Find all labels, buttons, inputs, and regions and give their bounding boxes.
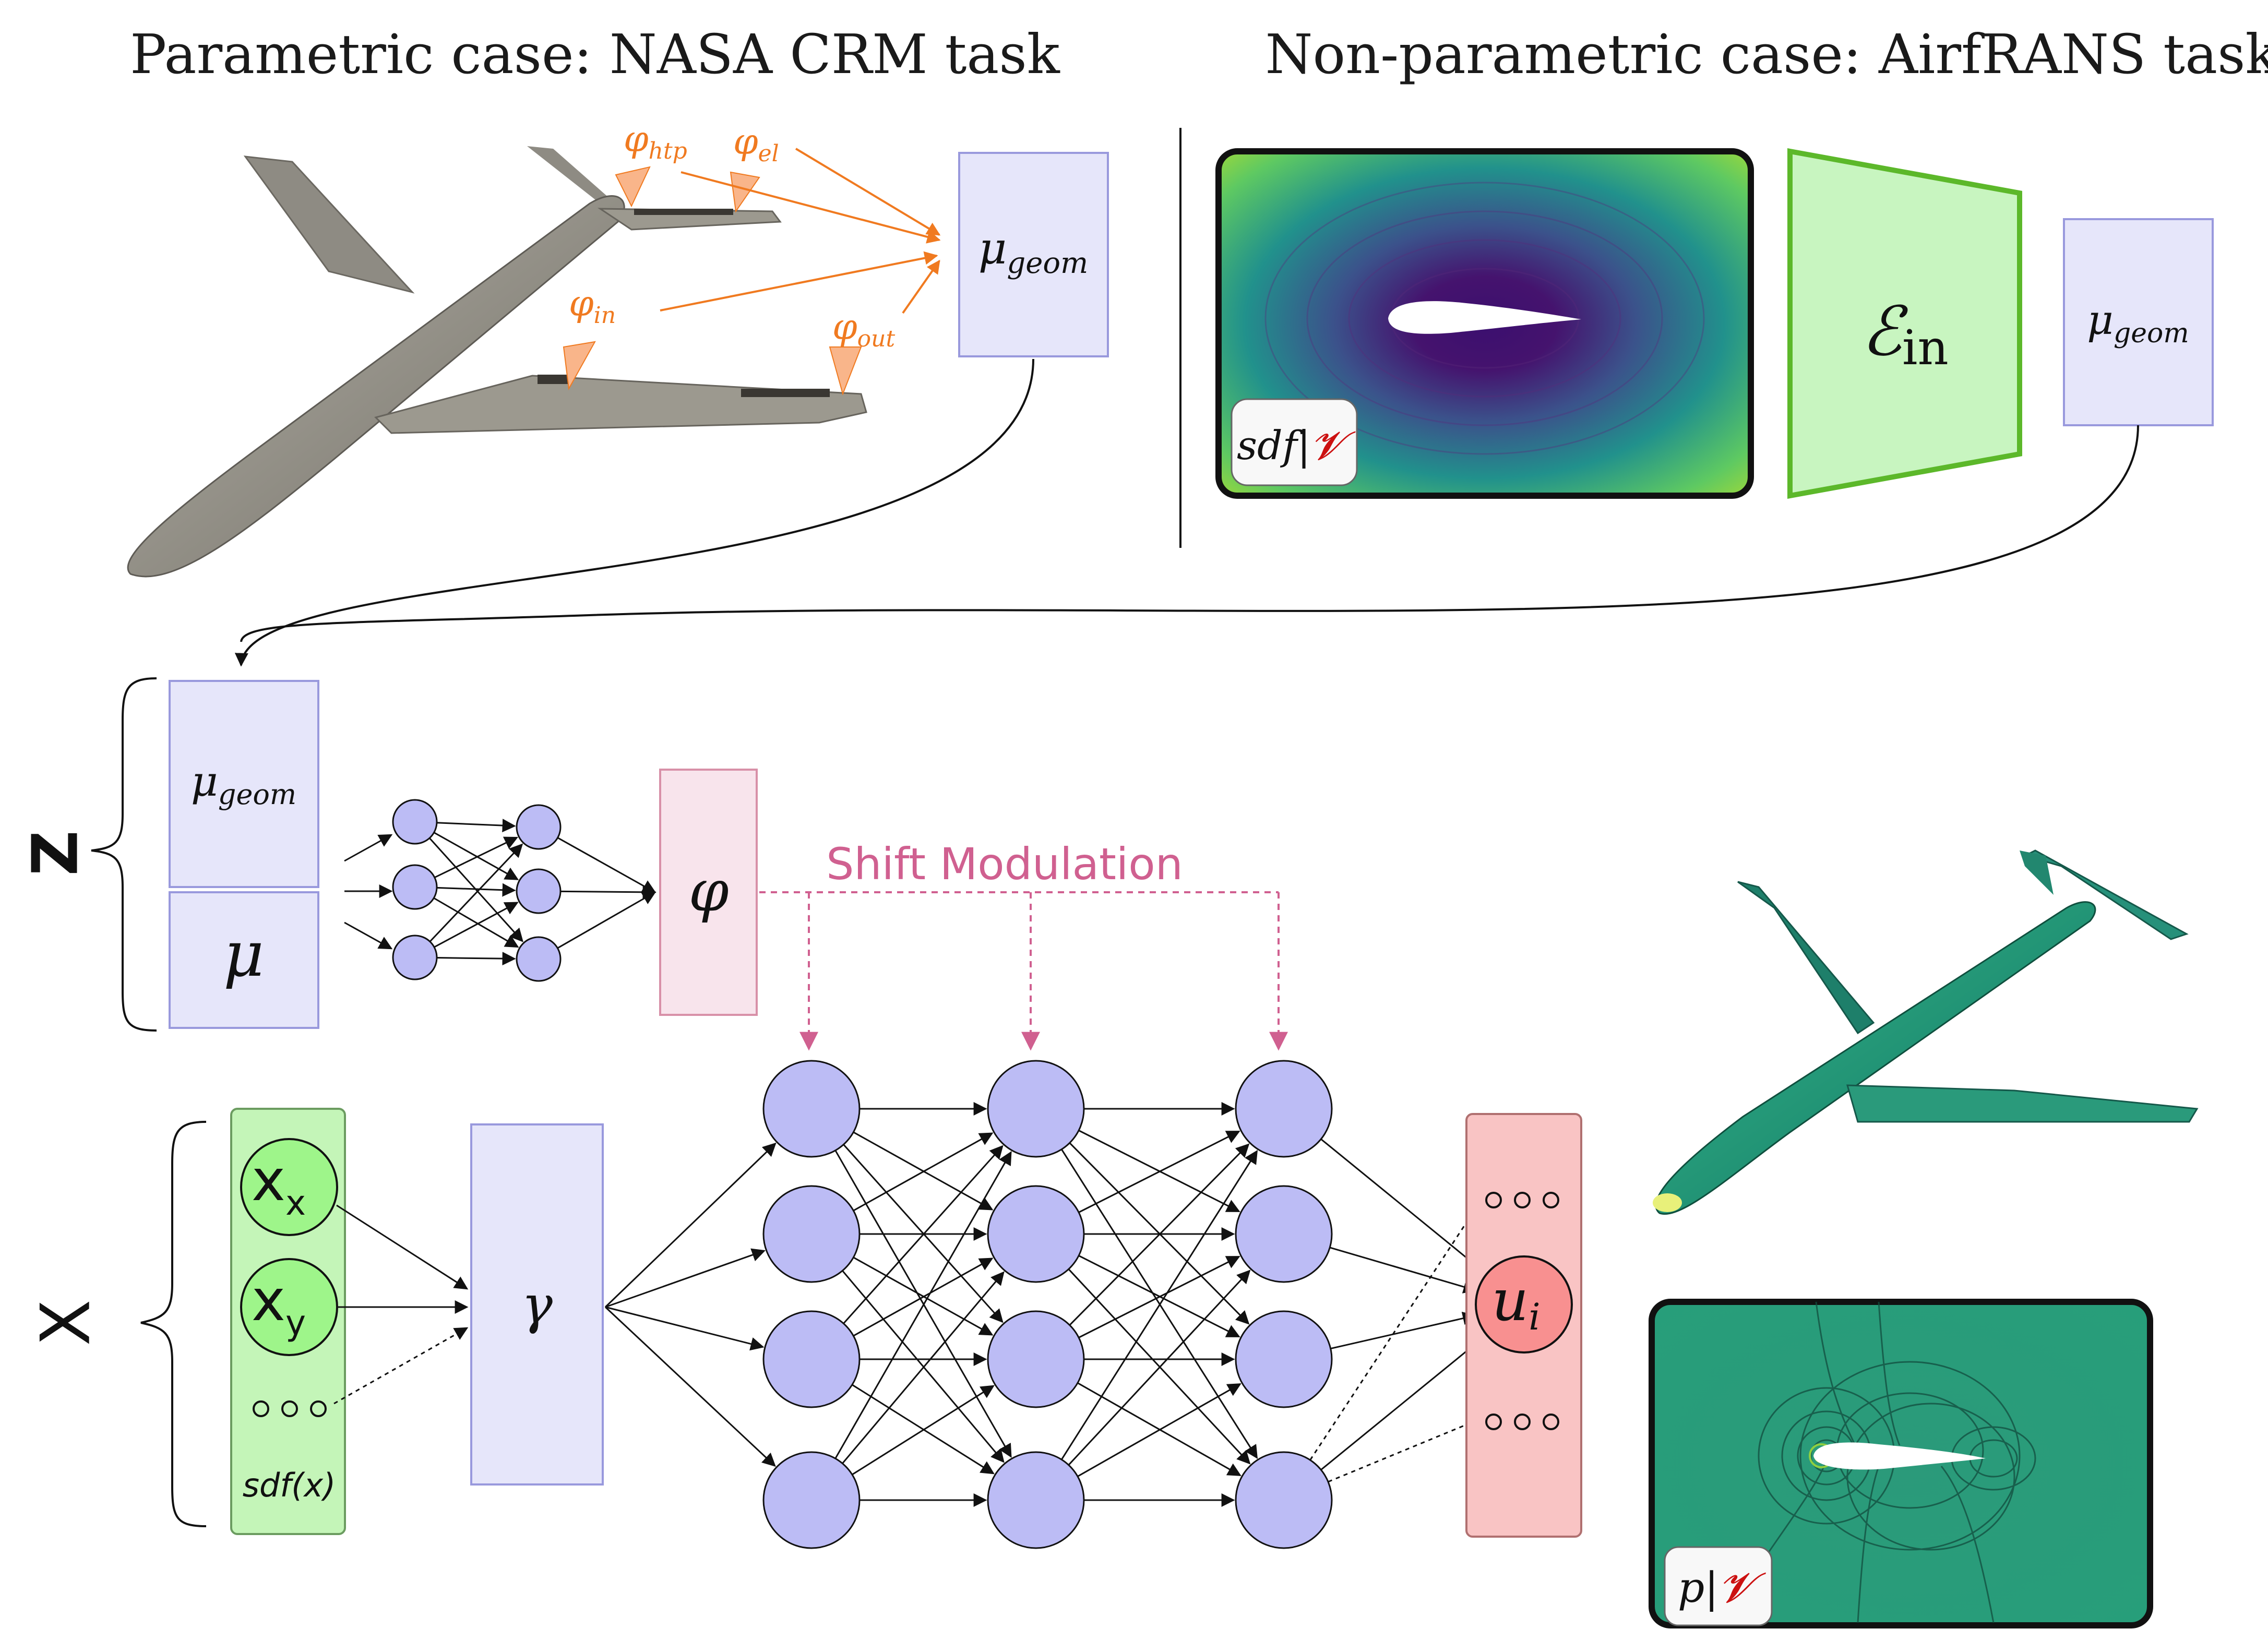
- network-node: [987, 1310, 1085, 1408]
- airfrans-mu-geom-box: μgeom: [2063, 218, 2214, 426]
- network-node: [987, 1185, 1085, 1283]
- network-node: [1235, 1310, 1333, 1408]
- input-box: xx xy sdf(x): [230, 1108, 346, 1535]
- network-node: [762, 1060, 861, 1158]
- network-node: [987, 1060, 1085, 1158]
- z-mu-label: μ: [223, 918, 264, 991]
- z-brace: [91, 677, 157, 1032]
- phi-in-label: φin: [569, 283, 616, 329]
- x-label: X: [26, 1299, 105, 1346]
- hypernetwork-node: [516, 868, 562, 914]
- input-ellipsis: [253, 1400, 327, 1417]
- hypernetwork-node: [392, 799, 438, 845]
- crm-angle-labels: φhtp φel φin φout: [569, 119, 895, 352]
- hypernetwork-node: [516, 804, 562, 850]
- p-label: p|𝓥: [1678, 1563, 1766, 1612]
- crm-prediction-image: [1653, 849, 2199, 1215]
- hypernetwork-node: [392, 864, 438, 910]
- output-ellipsis-top: [1485, 1192, 1559, 1208]
- input-arrows: [333, 1204, 469, 1405]
- output-box: ui: [1465, 1113, 1582, 1538]
- gamma-label: γ: [521, 1274, 553, 1335]
- sdf-panel: sdf|𝓥: [1215, 148, 1754, 499]
- title-parametric: Parametric case: NASA CRM task: [130, 22, 1060, 86]
- network-node: [762, 1310, 861, 1408]
- mu-geom-connectors: [235, 358, 2139, 667]
- phi-el-label: φel: [733, 122, 779, 167]
- network-node: [762, 1451, 861, 1549]
- hypernetwork-node: [392, 935, 438, 980]
- z-mu-box: μ: [169, 891, 319, 1029]
- network-node: [1235, 1451, 1333, 1549]
- z-brace-group: Z: [20, 677, 157, 1032]
- network-node: [1235, 1060, 1333, 1158]
- pressure-airfoil: [1813, 1442, 1986, 1470]
- title-non-parametric: Non-parametric case: AirfRANS task: [1265, 22, 2268, 86]
- phi-out-label: φout: [832, 307, 895, 352]
- pressure-panel: p|𝓥: [1649, 1299, 2153, 1628]
- crm-airplane-image: [127, 146, 867, 578]
- sdf-label: sdf|𝓥: [1237, 422, 1356, 469]
- z-label: Z: [20, 830, 92, 876]
- shift-modulation-label: Shift Modulation: [826, 839, 1183, 890]
- angle-wedges: [563, 166, 862, 396]
- x-brace-group: X: [26, 1121, 207, 1527]
- z-mu-geom-box: μgeom: [169, 680, 319, 888]
- hypernetwork-mlp: [344, 799, 656, 982]
- shift-modulation-lines: [759, 891, 1288, 1051]
- encoder-block: ℰin: [1787, 148, 2022, 499]
- main-network: [604, 1060, 1486, 1549]
- crm-angle-arrows: [660, 148, 941, 314]
- network-node: [762, 1185, 861, 1283]
- output-ellipsis-bottom: [1485, 1414, 1559, 1430]
- sdf-x-label: sdf(x): [243, 1466, 336, 1504]
- phi-label: φ: [688, 857, 729, 924]
- x-brace: [140, 1121, 207, 1527]
- gamma-box: γ: [470, 1123, 604, 1486]
- network-node: [1235, 1185, 1333, 1283]
- crm-mu-geom-box: μgeom: [958, 152, 1109, 357]
- phi-box: φ: [659, 769, 758, 1016]
- phi-htp-label: φhtp: [624, 119, 687, 164]
- hypernetwork-node: [516, 936, 562, 982]
- sdf-airfoil: [1388, 301, 1581, 334]
- network-node: [987, 1451, 1085, 1549]
